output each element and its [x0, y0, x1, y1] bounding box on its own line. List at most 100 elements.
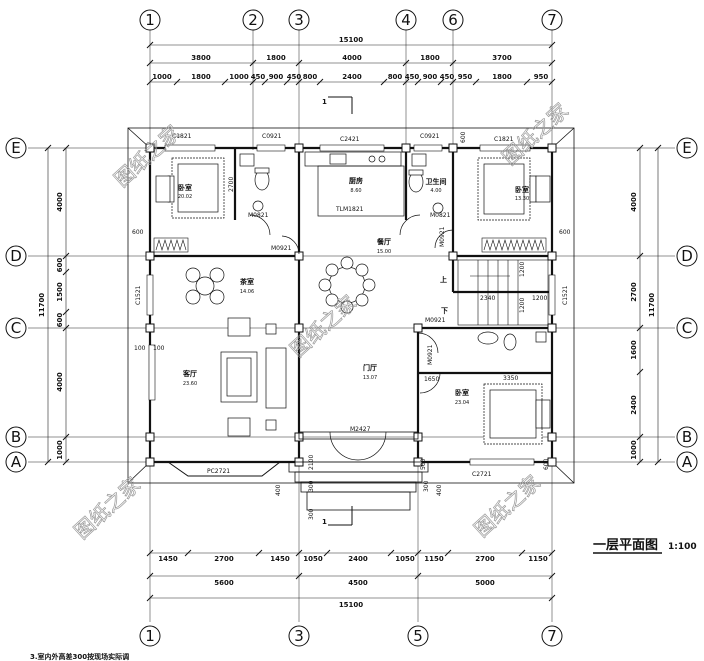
tea-table [185, 267, 225, 305]
dim-top-2-2: 1800 [266, 54, 286, 62]
dim-bottom-1-6: 1050 [395, 555, 415, 563]
doors [249, 214, 454, 461]
dim-right-total: 11700 [648, 293, 656, 317]
plan-scale: 1:100 [668, 542, 697, 552]
watermark-2: 图纸之家 [497, 98, 573, 169]
dim-top-3-7: 800 [303, 73, 318, 81]
label-m0921-1: M0921 [271, 245, 292, 252]
dim-bottom-2-2: 4500 [348, 579, 368, 587]
dim-left-4: 600 [56, 313, 64, 328]
axis-label-2: 2 [248, 11, 258, 29]
dining-table [318, 256, 376, 314]
dim-right-5: 1000 [630, 440, 638, 460]
room-bedroom-tr-area: 13.30 [515, 196, 529, 202]
axis-label-5-bottom: 5 [413, 627, 423, 645]
dim-bottom-1-2: 2700 [214, 555, 234, 563]
axis-label-E-right: E [682, 139, 691, 157]
dim-600-left: 600 [132, 229, 144, 236]
dim-100-a: 100 [134, 345, 146, 352]
dim-bottom-1-7: 1150 [424, 555, 444, 563]
room-living-name: 客厅 [182, 369, 197, 378]
dim-left-total: 11700 [38, 293, 46, 317]
dim-top-3-6: 450 [287, 73, 302, 81]
dim-left-2: 600 [56, 258, 64, 273]
dim-top-2-5: 3700 [492, 54, 512, 62]
dim-top-3-11: 900 [423, 73, 438, 81]
label-pc2721: PC2721 [207, 468, 230, 475]
kitchen-fixtures [304, 151, 405, 217]
label-m0921-3: M0921 [425, 317, 446, 324]
label-m0821-1: M0821 [248, 212, 269, 219]
label-c0921-2: C0921 [420, 133, 440, 140]
label-c1821-right: C1821 [494, 136, 514, 143]
top-dimensions: 15100 3800 1800 4000 1800 3700 1000 1800… [152, 36, 548, 81]
label-c0921-1: C0921 [262, 133, 282, 140]
dim-top-3-2: 1800 [191, 73, 211, 81]
dim-1650: 1650 [424, 376, 439, 383]
dim-bottom-2-3: 5000 [475, 579, 495, 587]
axis-label-7-bottom: 7 [547, 627, 557, 645]
room-bedroom-br-name: 卧室 [455, 388, 469, 397]
dim-top-3-10: 450 [405, 73, 420, 81]
dim-300-a: 300 [308, 480, 315, 492]
dim-right-2: 2700 [630, 282, 638, 302]
dim-1200-c: 1200 [519, 298, 526, 313]
bay-window [166, 461, 282, 477]
dim-top-2-4: 1800 [420, 54, 440, 62]
left-dimensions: 11700 4000 600 1500 600 4000 1000 [38, 192, 64, 460]
axis-label-1: 1 [145, 11, 155, 29]
axis-label-C-left: C [11, 319, 21, 337]
label-c1821-left: C1821 [172, 133, 192, 140]
axis-label-3: 3 [294, 11, 304, 29]
dim-bottom-1-1: 1450 [158, 555, 178, 563]
dimension-ticks [44, 41, 662, 602]
dim-top-3-15: 950 [534, 73, 549, 81]
watermark-4: 图纸之家 [69, 472, 145, 543]
footnote: 3.室内外高差300按现场实际调 [30, 652, 129, 661]
dim-left-6: 1000 [56, 440, 64, 460]
dim-100-b: 100 [153, 345, 165, 352]
watermark-5: 图纸之家 [469, 470, 545, 541]
axis-label-A-right: A [682, 453, 693, 471]
beds [155, 157, 551, 445]
label-c2421: C2421 [340, 136, 360, 143]
room-labels: 卧室 20.02 厨房 8.60 卫生间 4.00 卧室 13.30 餐厅 15… [178, 176, 529, 406]
room-bedroom-br-area: 23.04 [455, 400, 469, 406]
room-dining-name: 餐厅 [376, 237, 391, 246]
dim-1200-b: 1200 [532, 295, 547, 302]
bottom-dimensions: 1450 2700 1450 1050 2400 1050 1150 2700 … [158, 555, 548, 609]
dim-top-3-14: 1800 [492, 73, 512, 81]
dimension-lines [47, 44, 659, 599]
label-m2427: M2427 [350, 426, 371, 433]
axis-label-A-left: A [11, 453, 22, 471]
axis-label-6: 6 [448, 11, 458, 29]
dim-top-2-3: 4000 [342, 54, 362, 62]
room-tea-name: 茶室 [239, 277, 254, 286]
dim-top-3-12: 450 [440, 73, 455, 81]
room-foyer-area: 13.07 [363, 375, 377, 381]
dim-600-bottom: 600 [543, 458, 550, 470]
label-tlm1821: TLM1821 [335, 206, 364, 213]
room-bedroom-tl-area: 20.02 [178, 194, 192, 200]
room-kitchen-area: 8.60 [350, 188, 361, 194]
dim-1200-a: 1200 [519, 262, 526, 277]
axis-label-E-left: E [11, 139, 20, 157]
dim-right-4: 2400 [630, 395, 638, 415]
axis-bubble-labels: 1 2 3 4 6 7 1 3 5 7 E D C B A E D C B A [10, 11, 693, 645]
living-sofa-set [220, 317, 287, 437]
dim-top-3-1: 1000 [152, 73, 172, 81]
axis-label-3-bottom: 3 [294, 627, 304, 645]
right-dimensions: 11700 4000 2700 1600 2400 1000 [630, 192, 656, 460]
dim-top-2-1: 3800 [191, 54, 211, 62]
axis-label-4: 4 [401, 11, 411, 29]
dim-400-a: 400 [275, 484, 282, 496]
label-m0821-2: M0821 [430, 212, 451, 219]
bathroom-fixtures [239, 153, 547, 351]
axis-label-B-right: B [682, 428, 692, 446]
room-living-area: 23.60 [183, 381, 197, 387]
label-c1521-right: C1521 [562, 285, 569, 305]
wardrobes [153, 237, 547, 253]
dim-right-1: 4000 [630, 192, 638, 212]
dim-2340: 2340 [480, 295, 495, 302]
